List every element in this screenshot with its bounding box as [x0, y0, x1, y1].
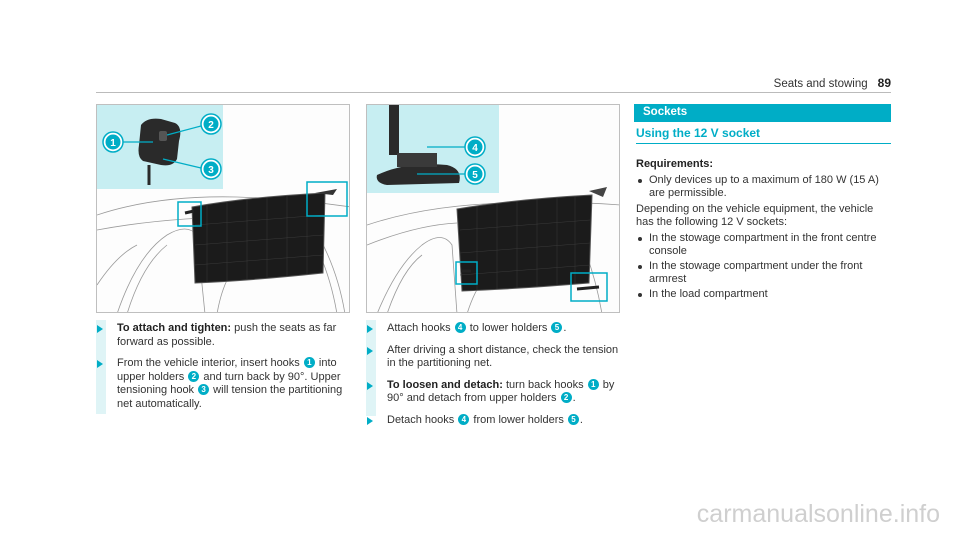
- location-item: In the stowage compartment in the front …: [636, 232, 894, 258]
- callout-5: 5: [464, 163, 486, 185]
- bullet-icon: [638, 237, 642, 241]
- arrow-icon: [367, 346, 373, 355]
- figure-attach-hooks: 1 2 3: [96, 104, 350, 313]
- ref-5: 5: [551, 322, 563, 333]
- step-check-tension: After driving a short distance, check th…: [366, 344, 624, 371]
- page-number: 89: [877, 76, 891, 90]
- steps-col2: Attach hooks 4 to lower holders 5. After…: [366, 322, 624, 435]
- ref-1: 1: [303, 357, 315, 368]
- figure-lower-holders: 4 5: [366, 104, 620, 313]
- header-rule: [96, 92, 891, 93]
- bullet-icon: [638, 179, 642, 183]
- step-bar-col2: [366, 320, 376, 416]
- arrow-icon: [97, 325, 103, 333]
- page-header: Seats and stowing 89: [774, 76, 891, 90]
- ref-2: 2: [188, 370, 200, 382]
- arrow-icon: [367, 416, 373, 425]
- arrow-icon: [367, 325, 373, 333]
- step-insert-hooks: From the vehicle interior, insert hooks …: [96, 357, 354, 411]
- location-item: In the load compartment: [636, 288, 894, 301]
- sockets-body: Requirements: Only devices up to a maxim…: [636, 158, 894, 303]
- step-loosen-detach: To loosen and detach: turn back hooks 1 …: [366, 378, 624, 406]
- ref-4: 4: [458, 413, 470, 425]
- ref-3: 3: [198, 384, 210, 395]
- watermark: carmanualsonline.info: [696, 500, 940, 528]
- svg-text:2: 2: [208, 120, 214, 131]
- section-name: Seats and stowing: [773, 78, 868, 90]
- bullet-icon: [638, 265, 642, 269]
- step-detach-lower: Detach hooks 4 from lower holders 5.: [366, 413, 624, 428]
- callout-3: 3: [200, 158, 222, 180]
- arrow-icon: [97, 360, 103, 368]
- callout-4: 4: [464, 136, 486, 158]
- requirement-item: Only devices up to a maximum of 180 W (1…: [636, 174, 894, 200]
- svg-text:4: 4: [472, 143, 478, 154]
- arrow-icon: [367, 381, 373, 390]
- location-item: In the stowage compartment under the fro…: [636, 260, 894, 286]
- callout-2: 2: [200, 113, 222, 135]
- svg-text:1: 1: [110, 138, 116, 149]
- callout-1: 1: [102, 131, 124, 153]
- step-attach-tighten: To attach and tighten: push the seats as…: [96, 322, 354, 349]
- svg-text:3: 3: [208, 165, 214, 176]
- svg-text:5: 5: [472, 170, 478, 181]
- section-title-sockets: Sockets: [634, 104, 891, 122]
- step-attach-lower: Attach hooks 4 to lower holders 5.: [366, 322, 624, 336]
- ref-1: 1: [587, 378, 599, 390]
- ref-5: 5: [567, 413, 579, 425]
- intro-paragraph: Depending on the vehicle equipment, the …: [636, 203, 874, 228]
- ref-4: 4: [454, 322, 466, 333]
- subsection-title: Using the 12 V socket: [636, 126, 891, 144]
- steps-col1: To attach and tighten: push the seats as…: [96, 322, 354, 419]
- ref-2: 2: [560, 392, 572, 403]
- requirements-label: Requirements:: [636, 158, 714, 170]
- bullet-icon: [638, 293, 642, 297]
